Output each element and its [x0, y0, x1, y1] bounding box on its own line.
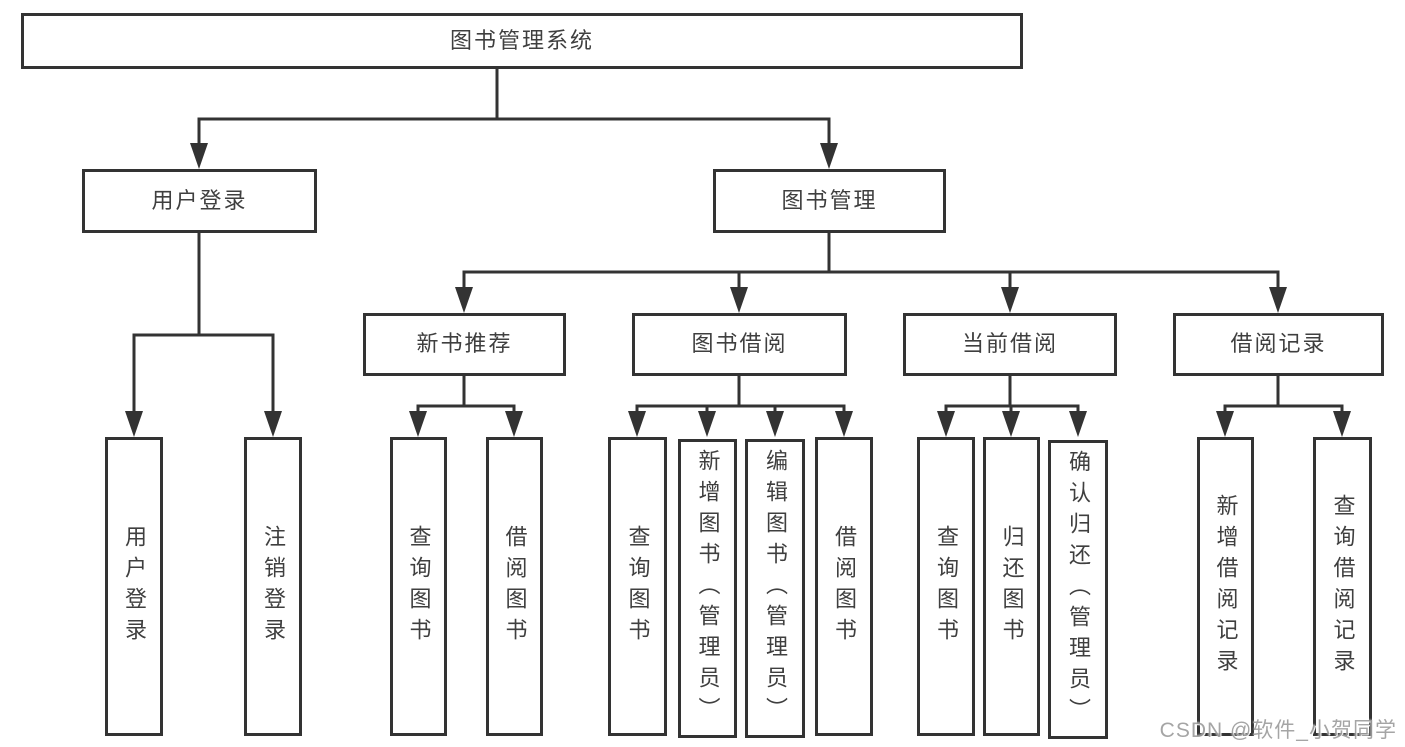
arrowhead-icon	[1333, 411, 1351, 437]
arrowhead-icon	[455, 287, 473, 313]
connector-borrow-records	[1223, 374, 1344, 429]
node-book-borrow: 图书借阅	[632, 313, 847, 376]
connector-book-borrow	[635, 374, 846, 429]
arrowhead-icon	[1002, 411, 1020, 437]
arrowhead-icon	[1269, 287, 1287, 313]
node-leaf-add-record: 新增借阅记录	[1197, 437, 1254, 736]
node-label: 用户登录	[151, 187, 248, 213]
node-label: 借阅图书	[832, 524, 857, 649]
node-label: 图书管理系统	[449, 27, 594, 53]
connector-user-login	[132, 231, 275, 429]
node-borrow-records: 借阅记录	[1173, 313, 1384, 376]
connector-new-book-rec	[416, 374, 516, 429]
arrowhead-icon	[1069, 411, 1087, 437]
node-label: 图书借阅	[691, 331, 788, 357]
node-label: 查询图书	[934, 524, 959, 649]
node-label: 图书管理	[781, 187, 878, 213]
node-leaf-query-book-3: 查询图书	[917, 437, 975, 736]
node-label: 查询图书	[406, 524, 432, 649]
node-leaf-query-book-1: 查询图书	[390, 437, 447, 736]
arrowhead-icon	[766, 411, 784, 437]
arrowhead-icon	[820, 143, 838, 169]
node-leaf-confirm-return: 确认归还（管理员）	[1048, 440, 1108, 739]
node-leaf-add-book: 新增图书（管理员）	[678, 439, 737, 738]
node-leaf-query-record: 查询借阅记录	[1313, 437, 1372, 736]
arrowhead-icon	[628, 411, 646, 437]
arrowhead-icon	[264, 411, 282, 437]
arrowhead-icon	[730, 287, 748, 313]
node-user-login: 用户登录	[82, 169, 317, 233]
arrowhead-icon	[409, 411, 427, 437]
arrowhead-icon	[505, 411, 523, 437]
arrowhead-icon	[698, 411, 716, 437]
node-label: 新增图书（管理员）	[695, 449, 721, 728]
node-book-mgmt: 图书管理	[713, 169, 946, 233]
arrowhead-icon	[937, 411, 955, 437]
arrowhead-icon	[835, 411, 853, 437]
node-leaf-borrow-book-1: 借阅图书	[486, 437, 543, 736]
node-leaf-query-book-2: 查询图书	[608, 437, 667, 736]
node-current-borrow: 当前借阅	[903, 313, 1117, 376]
node-leaf-user-login: 用户登录	[105, 437, 163, 736]
node-label: 用户登录	[122, 524, 147, 649]
node-leaf-borrow-book-2: 借阅图书	[815, 437, 873, 736]
arrowhead-icon	[1001, 287, 1019, 313]
node-label: 确认归还（管理员）	[1066, 450, 1091, 729]
connector-book-mgmt	[462, 231, 1280, 305]
arrowhead-icon	[125, 411, 143, 437]
node-root: 图书管理系统	[21, 13, 1023, 69]
node-label: 编辑图书（管理员）	[763, 449, 788, 728]
node-label: 归还图书	[999, 524, 1025, 649]
node-label: 借阅图书	[502, 524, 528, 649]
node-label: 查询图书	[625, 524, 651, 649]
arrowhead-icon	[190, 143, 208, 169]
node-label: 注销登录	[261, 524, 286, 649]
node-leaf-return-book: 归还图书	[983, 437, 1040, 736]
arrowhead-icon	[1216, 411, 1234, 437]
node-label: 新增借阅记录	[1213, 493, 1239, 680]
node-leaf-edit-book: 编辑图书（管理员）	[745, 439, 805, 738]
connector-root	[197, 67, 831, 161]
node-label: 新书推荐	[416, 331, 513, 357]
node-leaf-logout: 注销登录	[244, 437, 302, 736]
node-new-book-rec: 新书推荐	[363, 313, 566, 376]
node-label: 借阅记录	[1230, 331, 1327, 357]
node-label: 当前借阅	[961, 331, 1058, 357]
node-label: 查询借阅记录	[1330, 493, 1356, 680]
